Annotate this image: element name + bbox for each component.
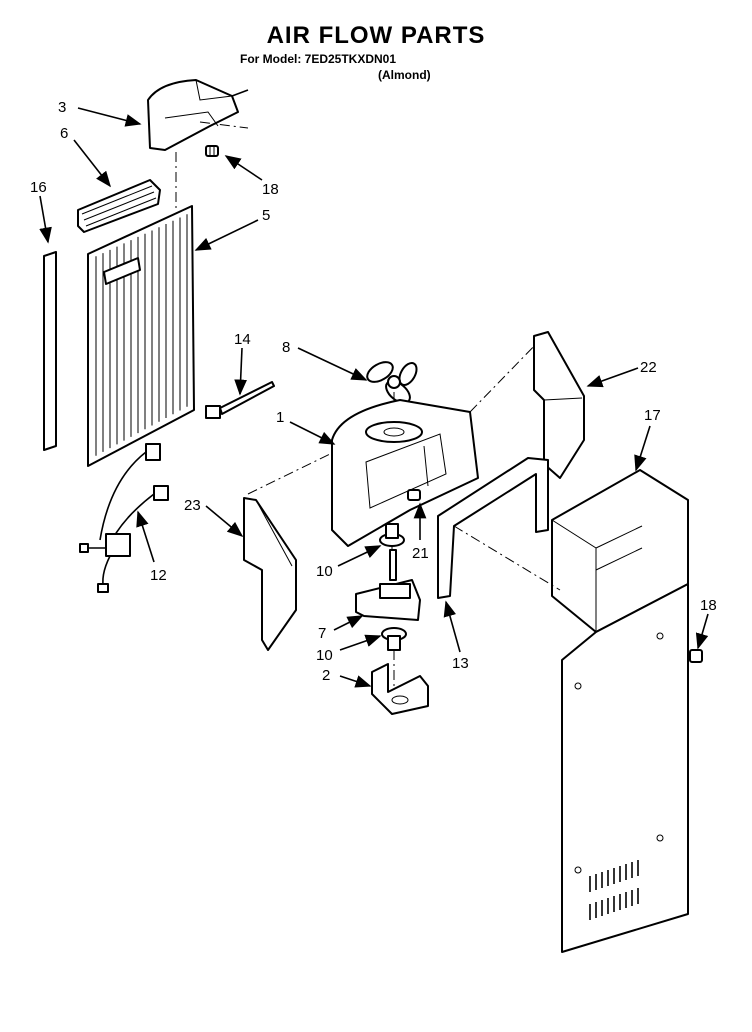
callout-3: 3 <box>58 99 66 116</box>
callout-22: 22 <box>640 359 657 376</box>
callout-5: 5 <box>262 207 270 224</box>
part-13-channel <box>437 457 549 599</box>
part-2-bracket <box>371 663 429 715</box>
part-14-heater <box>205 381 275 419</box>
part-6-grille <box>77 179 161 233</box>
callout-6: 6 <box>60 125 68 142</box>
part-21-screw <box>407 489 421 501</box>
diagram-title: AIR FLOW PARTS <box>266 22 486 49</box>
part-23-side-baffle <box>243 497 297 651</box>
callout-16: 16 <box>30 179 47 196</box>
part-12-harness <box>79 443 169 593</box>
part-7-motor <box>355 549 421 621</box>
part-5-cover <box>87 205 195 467</box>
callout-13: 13 <box>452 655 469 672</box>
callout-2: 2 <box>322 667 330 684</box>
callout-10-bottom: 10 <box>316 647 333 664</box>
callout-12: 12 <box>150 567 167 584</box>
callout-21: 21 <box>412 545 429 562</box>
part-10-grommet-bottom <box>381 627 407 651</box>
callout-17: 17 <box>644 407 661 424</box>
callout-23: 23 <box>184 497 201 514</box>
callout-7: 7 <box>318 625 326 642</box>
rear-panel <box>561 583 689 953</box>
leader-lines <box>39 107 709 688</box>
part-1-fan-housing <box>331 399 479 547</box>
part-8-fan-blade <box>366 361 418 404</box>
model-number: For Model: 7ED25TKXDN01 <box>240 52 397 66</box>
callout-8: 8 <box>282 339 290 356</box>
callout-18-right: 18 <box>700 597 717 614</box>
callout-14: 14 <box>234 331 251 348</box>
part-18-screw-right <box>689 649 703 663</box>
callout-10-top: 10 <box>316 563 333 580</box>
part-16-strip <box>43 251 57 451</box>
part-22-baffle <box>533 331 585 479</box>
callout-18-top: 18 <box>262 181 279 198</box>
part-18-screw-top <box>205 145 219 157</box>
model-color: (Almond) <box>378 68 431 82</box>
part-3-duct <box>147 79 249 151</box>
part-10-grommet-top <box>379 523 405 547</box>
callout-1: 1 <box>276 409 284 426</box>
